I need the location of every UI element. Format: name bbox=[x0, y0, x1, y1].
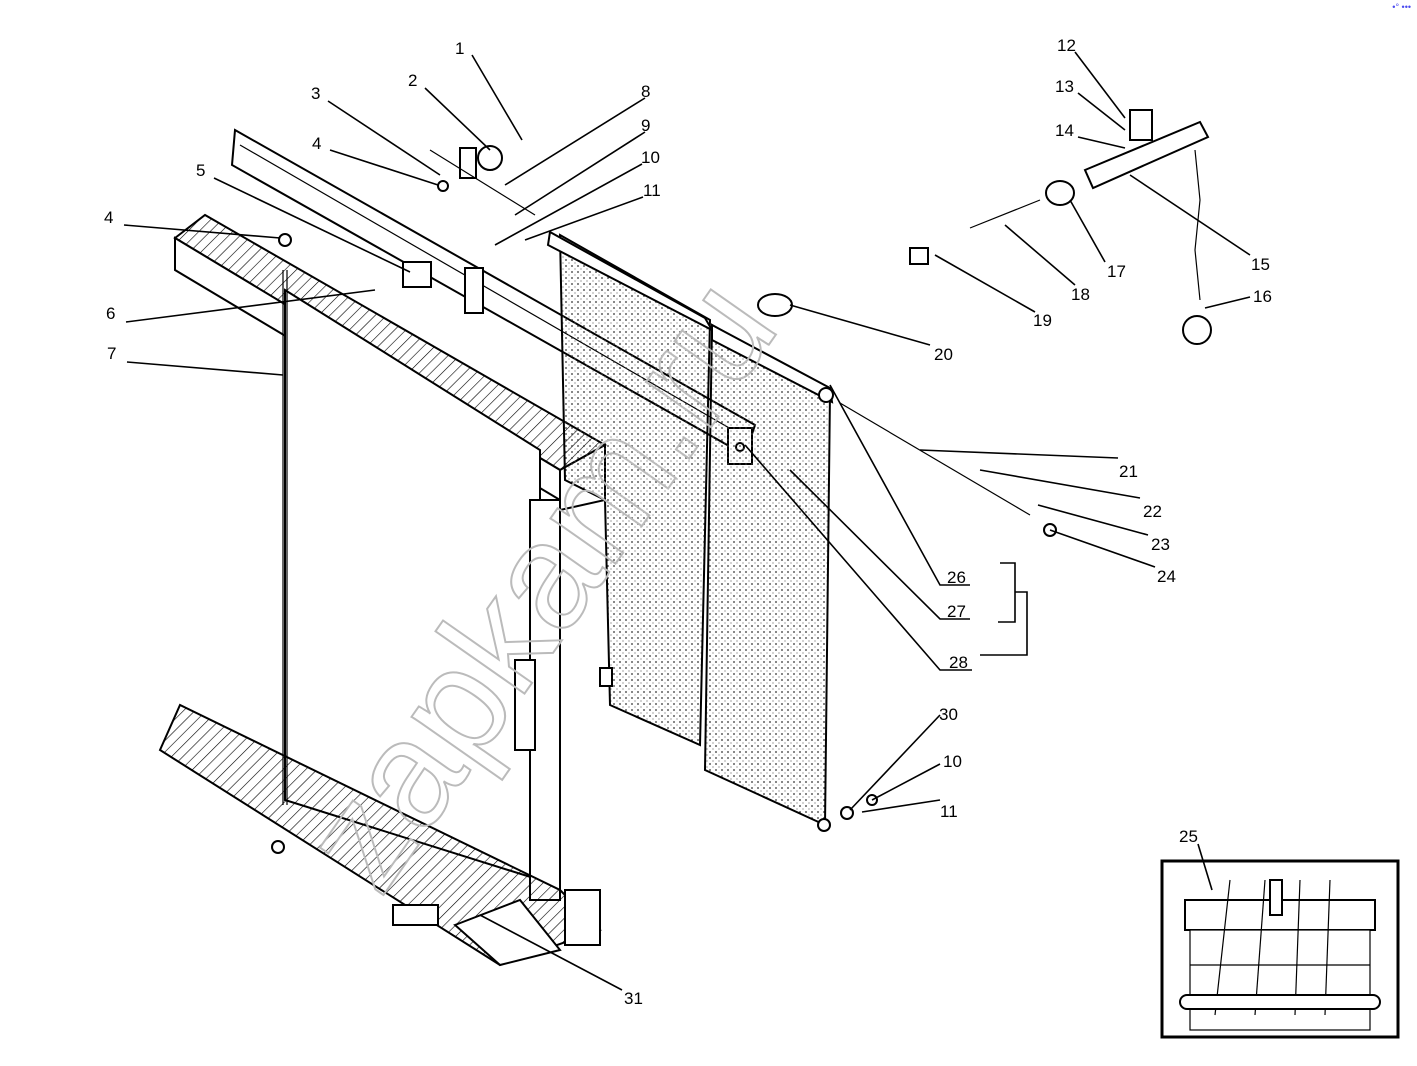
callout-24: 24 bbox=[1157, 567, 1176, 586]
group-bracket bbox=[980, 562, 1028, 656]
radiator-frame bbox=[158, 213, 608, 967]
callout-2: 2 bbox=[408, 71, 417, 90]
callout-11b: 11 bbox=[940, 802, 958, 821]
callout-23: 23 bbox=[1151, 535, 1170, 554]
callout-4a: 4 bbox=[312, 134, 321, 153]
callout-10a: 10 bbox=[641, 148, 660, 167]
inset-detail-box bbox=[1160, 859, 1400, 1039]
callout-28: 28 bbox=[949, 653, 968, 672]
callout-6: 6 bbox=[106, 304, 115, 323]
callout-4b: 4 bbox=[104, 208, 113, 227]
callout-20: 20 bbox=[934, 345, 953, 364]
callout-12: 12 bbox=[1057, 36, 1076, 55]
callout-1: 1 bbox=[455, 39, 464, 58]
callout-10b: 10 bbox=[943, 752, 962, 771]
callout-18: 18 bbox=[1071, 285, 1090, 304]
callout-25: 25 bbox=[1179, 827, 1198, 846]
callout-14: 14 bbox=[1055, 121, 1074, 140]
callout-17: 17 bbox=[1107, 262, 1126, 281]
callout-16: 16 bbox=[1253, 287, 1272, 306]
callout-8: 8 bbox=[641, 82, 650, 101]
callout-7: 7 bbox=[107, 344, 116, 363]
callout-30: 30 bbox=[939, 705, 958, 724]
callout-5: 5 bbox=[196, 161, 205, 180]
callout-3: 3 bbox=[311, 84, 320, 103]
curtain-shutters bbox=[546, 230, 834, 832]
callout-19: 19 bbox=[1033, 311, 1052, 330]
callout-9: 9 bbox=[641, 116, 650, 135]
corner-mark: •° ••• bbox=[1392, 2, 1411, 12]
callout-31: 31 bbox=[624, 989, 643, 1008]
callouts: 1 2 3 4 5 4 6 7 8 9 10 11 12 13 14 15 16… bbox=[104, 36, 1272, 1008]
callout-27: 27 bbox=[947, 602, 966, 621]
callout-11a: 11 bbox=[643, 181, 661, 200]
hardware-parts bbox=[271, 109, 1212, 926]
callout-22: 22 bbox=[1143, 502, 1162, 521]
callout-13: 13 bbox=[1055, 77, 1074, 96]
callout-21: 21 bbox=[1119, 462, 1138, 481]
callout-15: 15 bbox=[1251, 255, 1270, 274]
callout-26: 26 bbox=[947, 568, 966, 587]
